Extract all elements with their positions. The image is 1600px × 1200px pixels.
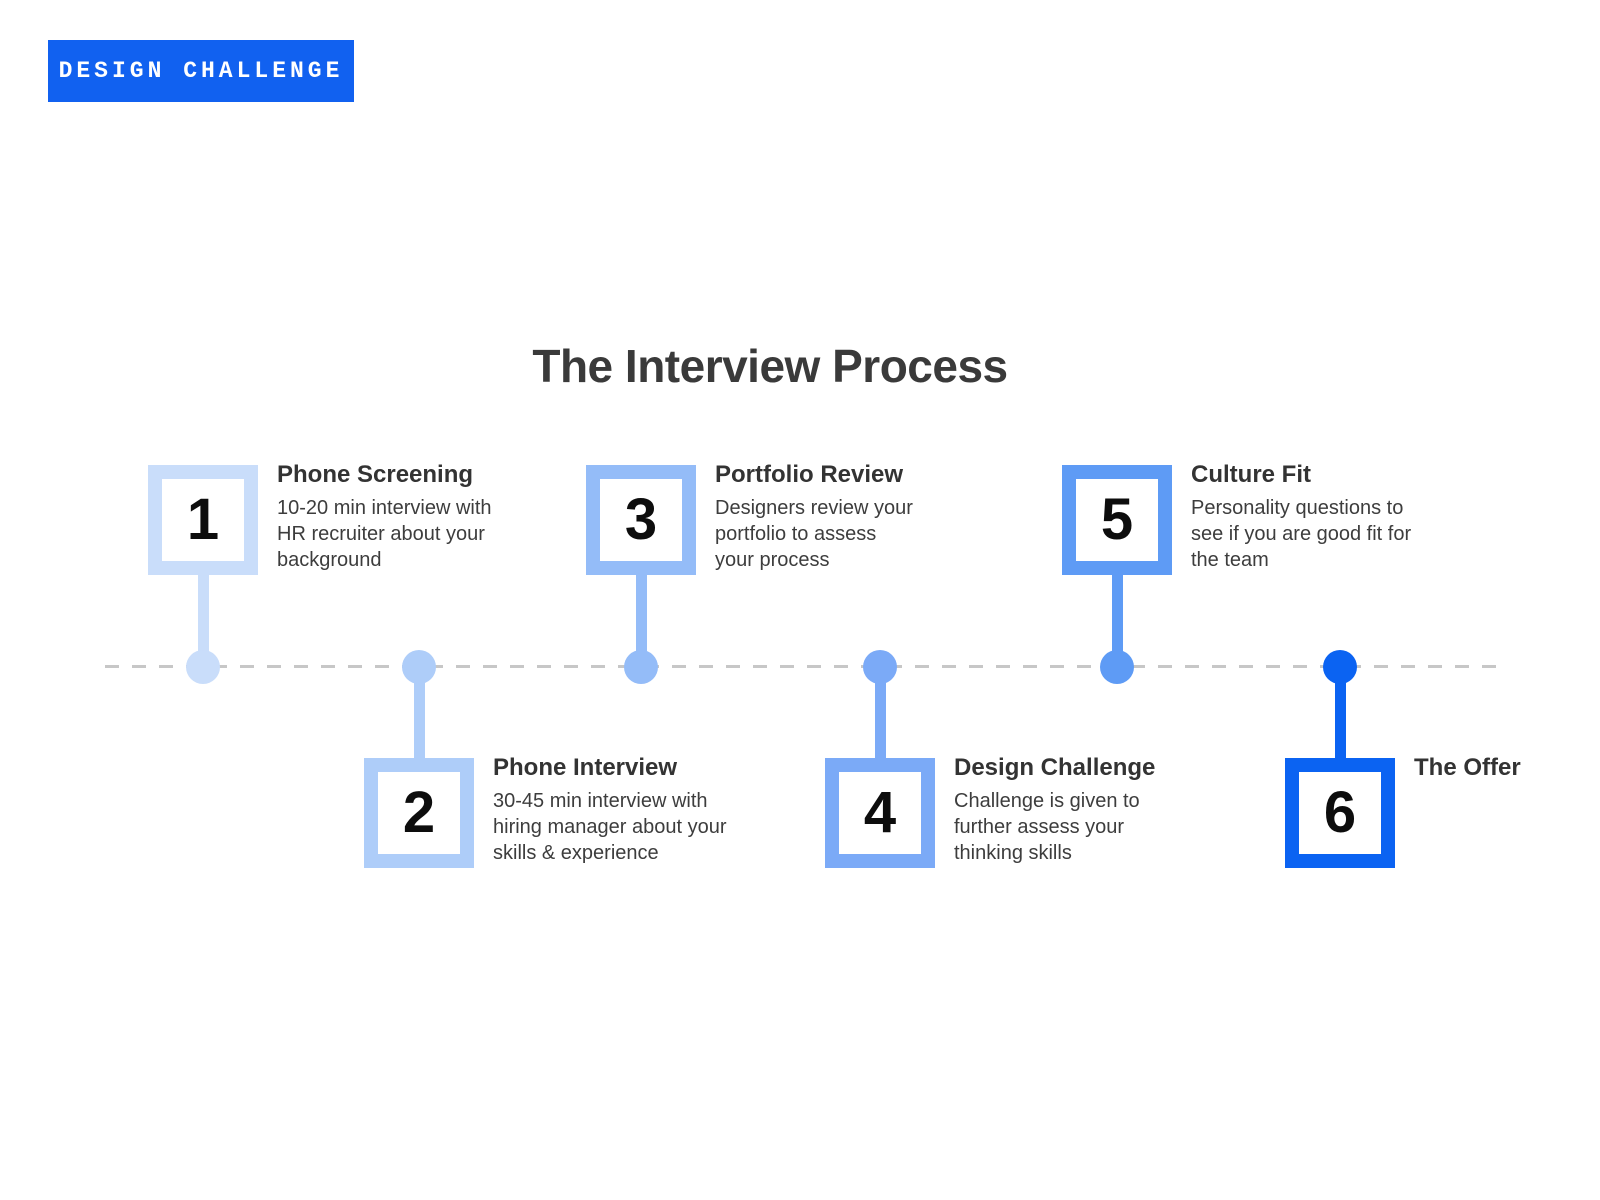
step-title: Phone Interview xyxy=(493,754,678,781)
step-description-line: 30-45 min interview with xyxy=(493,790,708,812)
step-connector-stem xyxy=(413,667,425,760)
page-title: The Interview Process xyxy=(532,339,1008,392)
step-number-box: 6 xyxy=(1285,758,1395,868)
step-number: 4 xyxy=(863,780,897,845)
step-description-line: further assess your xyxy=(954,816,1125,838)
timeline-dot xyxy=(1100,650,1134,684)
design-challenge-badge: DESIGN CHALLENGE xyxy=(48,40,354,102)
step-text-block: The Offer xyxy=(1414,753,1600,788)
step-description-line: background xyxy=(277,549,382,571)
step-title: The Offer xyxy=(1414,754,1521,781)
step-connector-stem xyxy=(1334,667,1346,760)
step-connector-stem xyxy=(197,573,209,667)
timeline-dashed-line xyxy=(105,665,1505,668)
step-description-line: HR recruiter about your xyxy=(277,523,485,545)
badge-label: DESIGN CHALLENGE xyxy=(58,58,344,84)
step-number-box: 5 xyxy=(1062,465,1172,575)
step-description-line: 10-20 min interview with xyxy=(277,497,492,519)
step-title: Phone Screening xyxy=(277,461,474,488)
step-number-box: 2 xyxy=(364,758,474,868)
timeline-dot xyxy=(624,650,658,684)
step-description-line: Challenge is given to xyxy=(954,790,1140,812)
step-description-line: thinking skills xyxy=(954,842,1072,864)
step-connector-stem xyxy=(635,573,647,667)
step-description-line: Designers review your xyxy=(715,497,913,519)
step-number: 2 xyxy=(402,780,436,845)
step-number: 6 xyxy=(1323,780,1357,845)
step-number-box: 4 xyxy=(825,758,935,868)
step-description-line: hiring manager about your xyxy=(493,816,727,838)
step-description-line: your process xyxy=(715,549,830,571)
timeline-dot xyxy=(186,650,220,684)
timeline-dot xyxy=(1323,650,1357,684)
step-title: Design Challenge xyxy=(954,754,1156,781)
step-title: Portfolio Review xyxy=(715,461,904,488)
timeline-dot xyxy=(863,650,897,684)
step-number: 1 xyxy=(186,487,220,552)
step-connector-stem xyxy=(1111,573,1123,667)
step-description-line: the team xyxy=(1191,549,1269,571)
step-description-line: skills & experience xyxy=(493,842,659,864)
step-description-line: portfolio to assess xyxy=(715,523,877,545)
step-number: 3 xyxy=(624,487,658,552)
step-description-line: see if you are good fit for xyxy=(1191,523,1412,545)
step-description-line: Personality questions to xyxy=(1191,497,1404,519)
step-number-box: 3 xyxy=(586,465,696,575)
step-number: 5 xyxy=(1100,487,1134,552)
step-connector-stem xyxy=(874,667,886,760)
step-number-box: 1 xyxy=(148,465,258,575)
timeline-dot xyxy=(402,650,436,684)
step-text-block: Phone Interview 30-45 min interview with h… xyxy=(493,753,753,866)
step-title: Culture Fit xyxy=(1191,461,1311,488)
